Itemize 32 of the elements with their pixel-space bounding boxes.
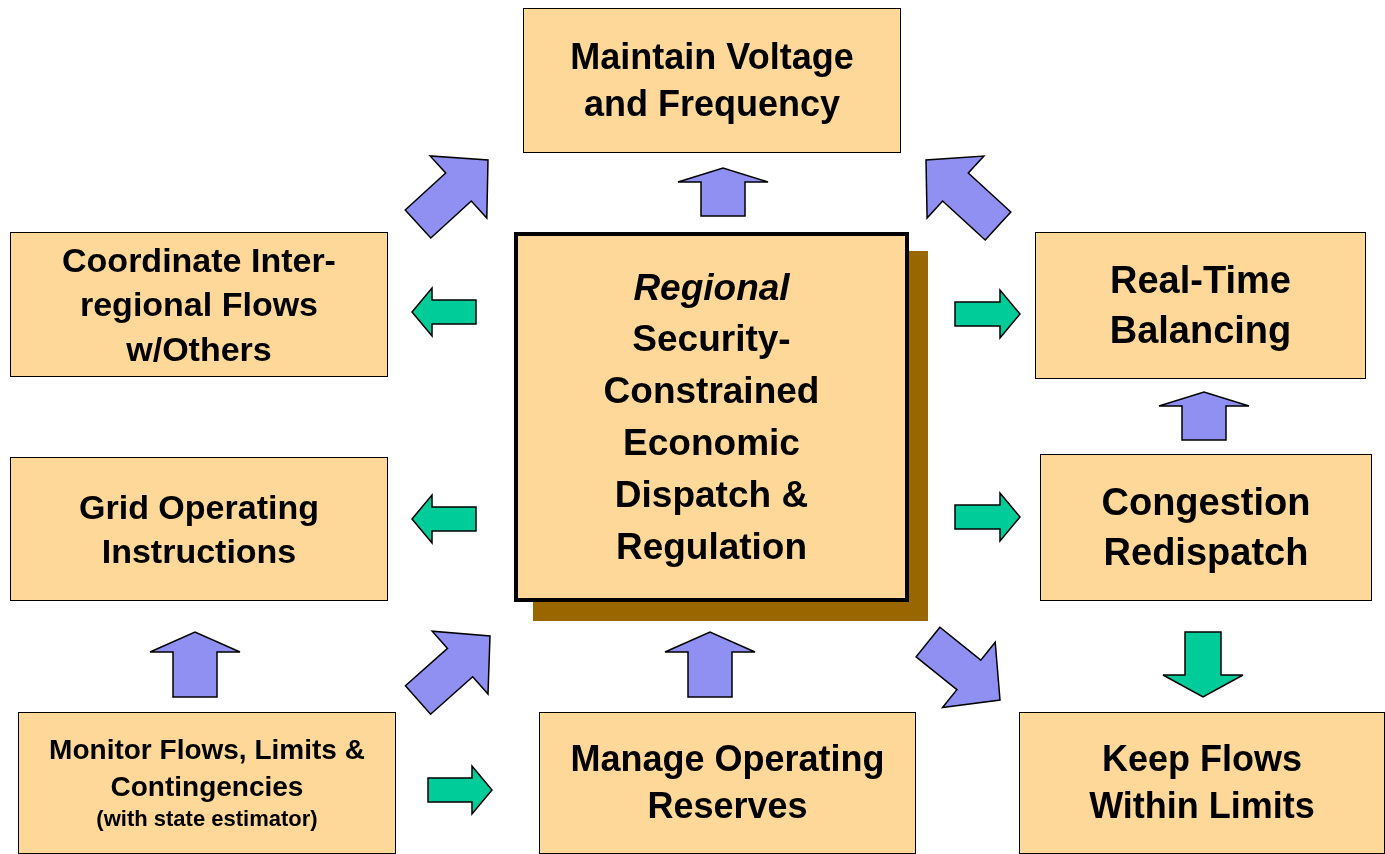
block-arrow: [427, 763, 493, 817]
process-box: [523, 8, 901, 153]
block-arrow: [1162, 631, 1244, 698]
node-label: Coordinate Inter-regional Flows w/Others: [61, 240, 337, 370]
process-box: [539, 712, 916, 854]
block-arrow: [664, 631, 756, 698]
process-box: [10, 457, 388, 601]
node-label: Grid Operating Instructions: [78, 486, 320, 572]
block-arrow: [411, 492, 477, 546]
node-label: Maintain Voltage and Frequency: [569, 34, 855, 126]
node-label: Congestion Redispatch: [1100, 480, 1312, 575]
block-arrow: [404, 630, 491, 716]
block-arrow: [915, 626, 1001, 709]
process-box: [10, 232, 388, 377]
process-box: [1019, 712, 1385, 854]
block-arrow: [404, 155, 489, 240]
block-arrow: [677, 167, 769, 217]
block-arrow: [954, 287, 1021, 341]
node-label: Monitor Flows, Limits & Contingencies: [48, 733, 366, 804]
block-arrow: [925, 155, 1012, 242]
node-label: Manage Operating Reserves: [569, 737, 886, 828]
node-label: Regional Security-Constrained Economic Dispatch & Regulation: [602, 265, 821, 569]
process-box: [1035, 232, 1366, 379]
node-label: Real-Time Balancing: [1108, 258, 1293, 353]
process-box: [1040, 454, 1372, 601]
block-arrow: [1158, 391, 1250, 441]
process-box: [18, 712, 396, 854]
block-arrow: [411, 285, 477, 339]
node-label: (with state estimator): [95, 805, 319, 834]
block-arrow: [149, 631, 241, 698]
block-arrow: [954, 490, 1021, 544]
node-label: Keep Flows Within Limits: [1088, 737, 1316, 828]
